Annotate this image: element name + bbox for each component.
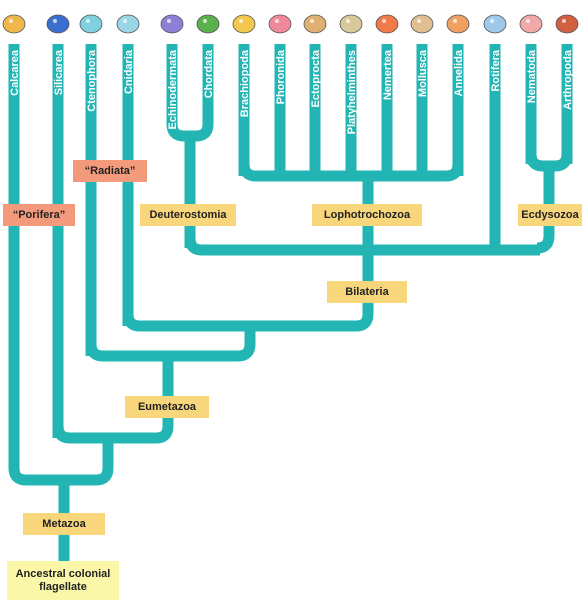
earthworm-icon: [446, 14, 470, 34]
eumetazoa-label: Eumetazoa: [125, 396, 209, 418]
bilateria-label: Bilateria: [327, 281, 407, 303]
taxon-label-arthropoda: Arthropoda: [562, 49, 574, 110]
taxon-label-ectoprocta: Ectoprocta: [310, 49, 322, 107]
root-label-line2: flagellate: [39, 580, 87, 593]
taxon-label-mollusca: Mollusca: [417, 49, 429, 97]
taxon-label-platyhelminthes: Platyhelminthes: [346, 50, 358, 134]
roundworm-icon: [519, 14, 543, 34]
taxon-label-silicarea: Silicarea: [53, 49, 65, 95]
sea-star-icon: [160, 14, 184, 34]
stem-bilateria: [122, 250, 374, 332]
taxon-label-nematoda: Nematoda: [526, 49, 538, 103]
ecdysozoa-label: Ecdysozoa: [518, 204, 582, 226]
taxon-label-rotifera: Rotifera: [490, 49, 502, 91]
phoronid-icon: [268, 14, 292, 34]
ribbon-worm-icon: [375, 14, 399, 34]
lamp-shell-icon: [232, 14, 256, 34]
deuterostomia-label: Deuterostomia: [140, 204, 236, 226]
taxon-icons: [2, 14, 579, 34]
node-lophotrochozoa: [238, 150, 464, 182]
taxon-label-annelida: Annelida: [453, 49, 465, 96]
sponge-icon: [46, 14, 70, 34]
jellyfish-icon: [116, 14, 140, 34]
taxon-labels: Calcarea Silicarea Ctenophora Cnidaria Echin…: [9, 49, 574, 134]
sponge-icon: [2, 14, 26, 34]
stem-eumetazoa: [52, 356, 174, 444]
taxon-label-chordata: Chordata: [203, 49, 215, 98]
comb-jelly-icon: [79, 14, 103, 34]
tree-branches: [8, 44, 573, 562]
stem-cnidaria-bilateria: [85, 326, 256, 362]
porifera-label: “Porifera”: [3, 204, 75, 226]
salamander-icon: [196, 14, 220, 34]
radiata-label: “Radiata”: [73, 160, 147, 182]
bryozoan-icon: [303, 14, 327, 34]
flatworm-icon: [339, 14, 363, 34]
taxon-label-cnidaria: Cnidaria: [123, 49, 135, 94]
taxon-label-phoronida: Phoronida: [275, 49, 287, 104]
taxon-label-brachiopoda: Brachiopoda: [239, 49, 251, 117]
snail-icon: [410, 14, 434, 34]
root-label-line1: Ancestral colonial: [15, 567, 111, 580]
lophotrochozoa-label: Lophotrochozoa: [312, 204, 422, 226]
metazoa-label: Metazoa: [23, 513, 105, 535]
ancestral-flagellate-label: Ancestral colonial flagellate: [7, 561, 119, 600]
node-ecdysozoa: [525, 148, 573, 172]
taxon-label-echinodermata: Echinodermata: [167, 49, 179, 129]
taxon-label-ctenophora: Ctenophora: [86, 49, 98, 112]
taxon-label-calcarea: Calcarea: [9, 49, 21, 96]
node-bilateria: [184, 237, 540, 256]
stem-silicarea-eumetazoa: [8, 438, 114, 486]
taxon-label-nemertea: Nemertea: [382, 49, 394, 100]
crab-icon: [555, 14, 579, 34]
rotifer-icon: [483, 14, 507, 34]
